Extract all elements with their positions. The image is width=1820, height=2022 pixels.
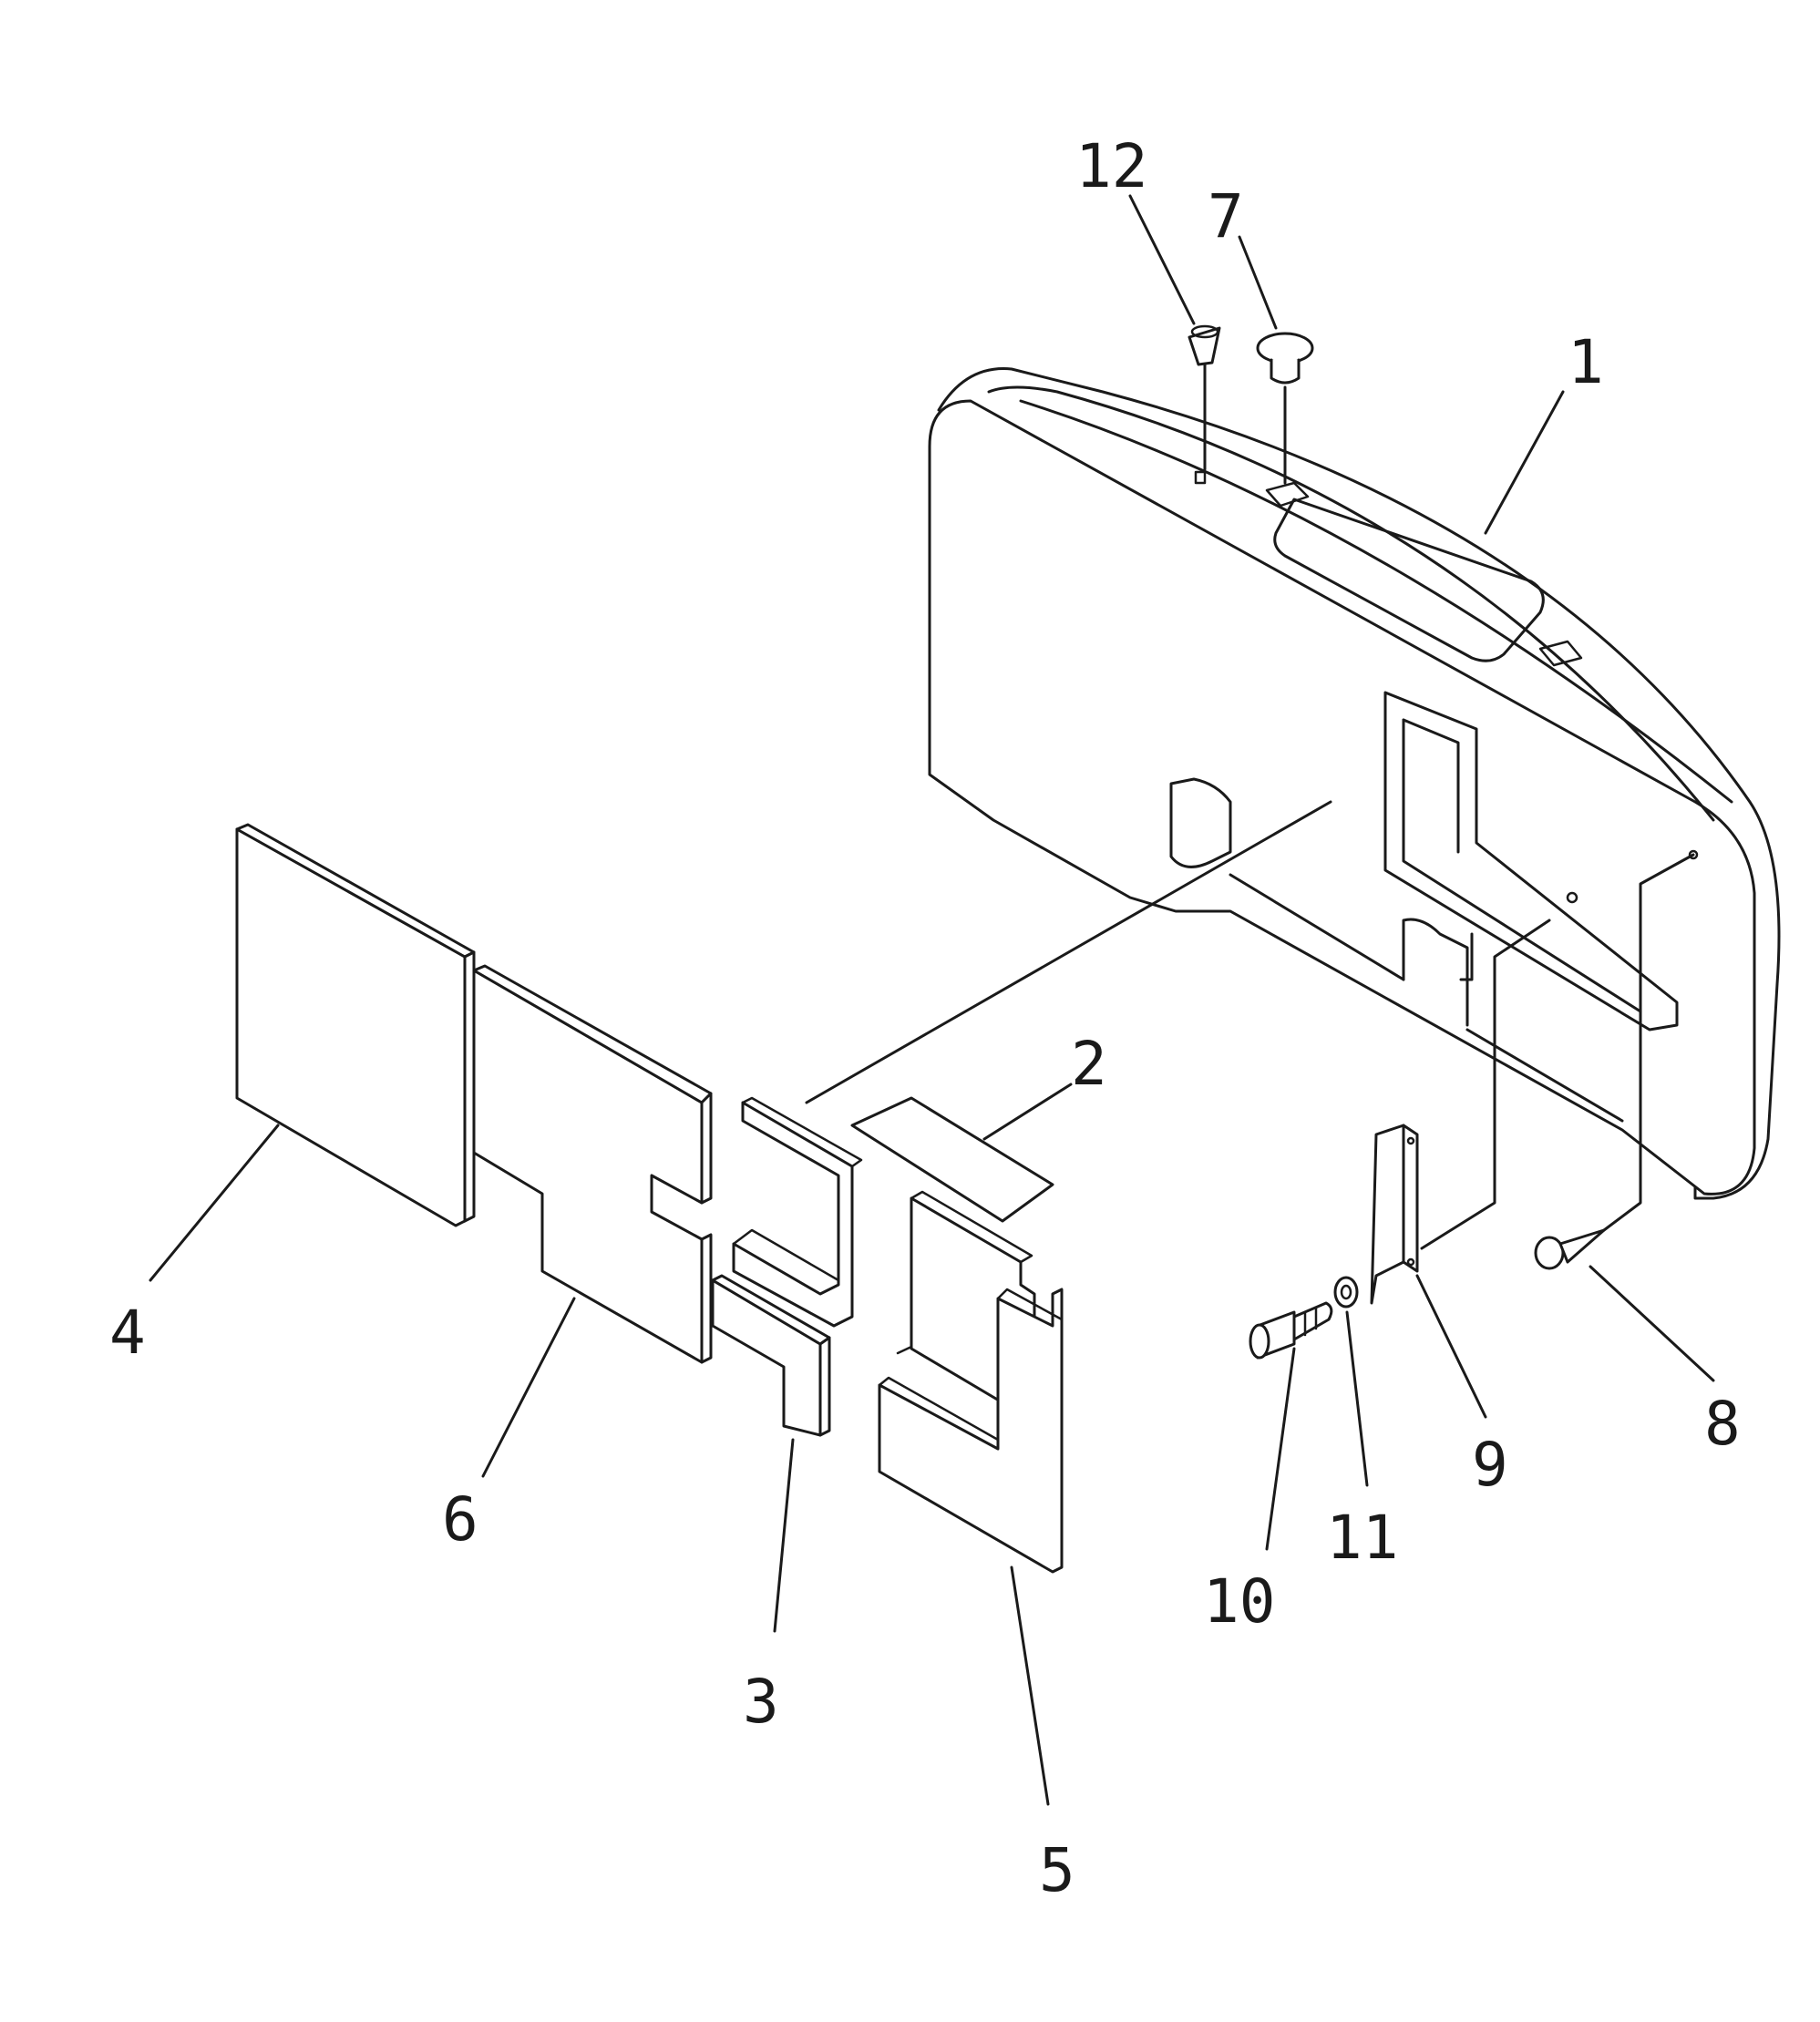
leader-4 <box>149 1124 280 1282</box>
leader-12 <box>1128 194 1196 325</box>
callout-12: 12 <box>1075 131 1147 201</box>
callout-1: 1 <box>1568 327 1604 397</box>
part-3-bracket <box>732 1096 863 1328</box>
callout-6: 6 <box>442 1484 478 1555</box>
callout-7: 7 <box>1208 181 1244 251</box>
leader-2 <box>982 1083 1073 1141</box>
part-12-plug <box>1188 324 1221 471</box>
part-3-plate <box>711 1274 831 1437</box>
part-6-plate <box>472 964 713 1364</box>
part-9-bracket <box>1370 919 1551 1305</box>
leader-11 <box>1345 1310 1369 1487</box>
part-7-cap <box>1256 332 1314 485</box>
callout-8: 8 <box>1704 1389 1741 1459</box>
callout-11: 11 <box>1326 1503 1398 1573</box>
callout-5: 5 <box>1039 1835 1075 1905</box>
part-4-plate <box>235 823 476 1227</box>
leader-3 <box>773 1438 795 1633</box>
alignment-line <box>805 800 1332 1104</box>
part-11-washer <box>1333 1276 1359 1309</box>
part-8-clip <box>1534 849 1699 1270</box>
leader-9 <box>1415 1274 1487 1419</box>
callout-4: 4 <box>109 1298 146 1368</box>
leader-7 <box>1238 235 1278 330</box>
part-2-sheet <box>850 1096 1054 1223</box>
part-5-plate <box>878 1190 1064 1574</box>
leader-5 <box>1010 1565 1050 1806</box>
callout-10: 10 <box>1203 1566 1275 1637</box>
leader-10 <box>1265 1347 1296 1551</box>
leader-1 <box>1484 390 1565 535</box>
callout-9: 9 <box>1472 1430 1508 1500</box>
counterweight-body <box>928 367 1781 1200</box>
leader-6 <box>481 1297 576 1478</box>
part-10-bolt <box>1249 1301 1333 1360</box>
callout-3: 3 <box>743 1667 779 1737</box>
callout-2: 2 <box>1071 1029 1107 1099</box>
leader-8 <box>1589 1265 1715 1382</box>
